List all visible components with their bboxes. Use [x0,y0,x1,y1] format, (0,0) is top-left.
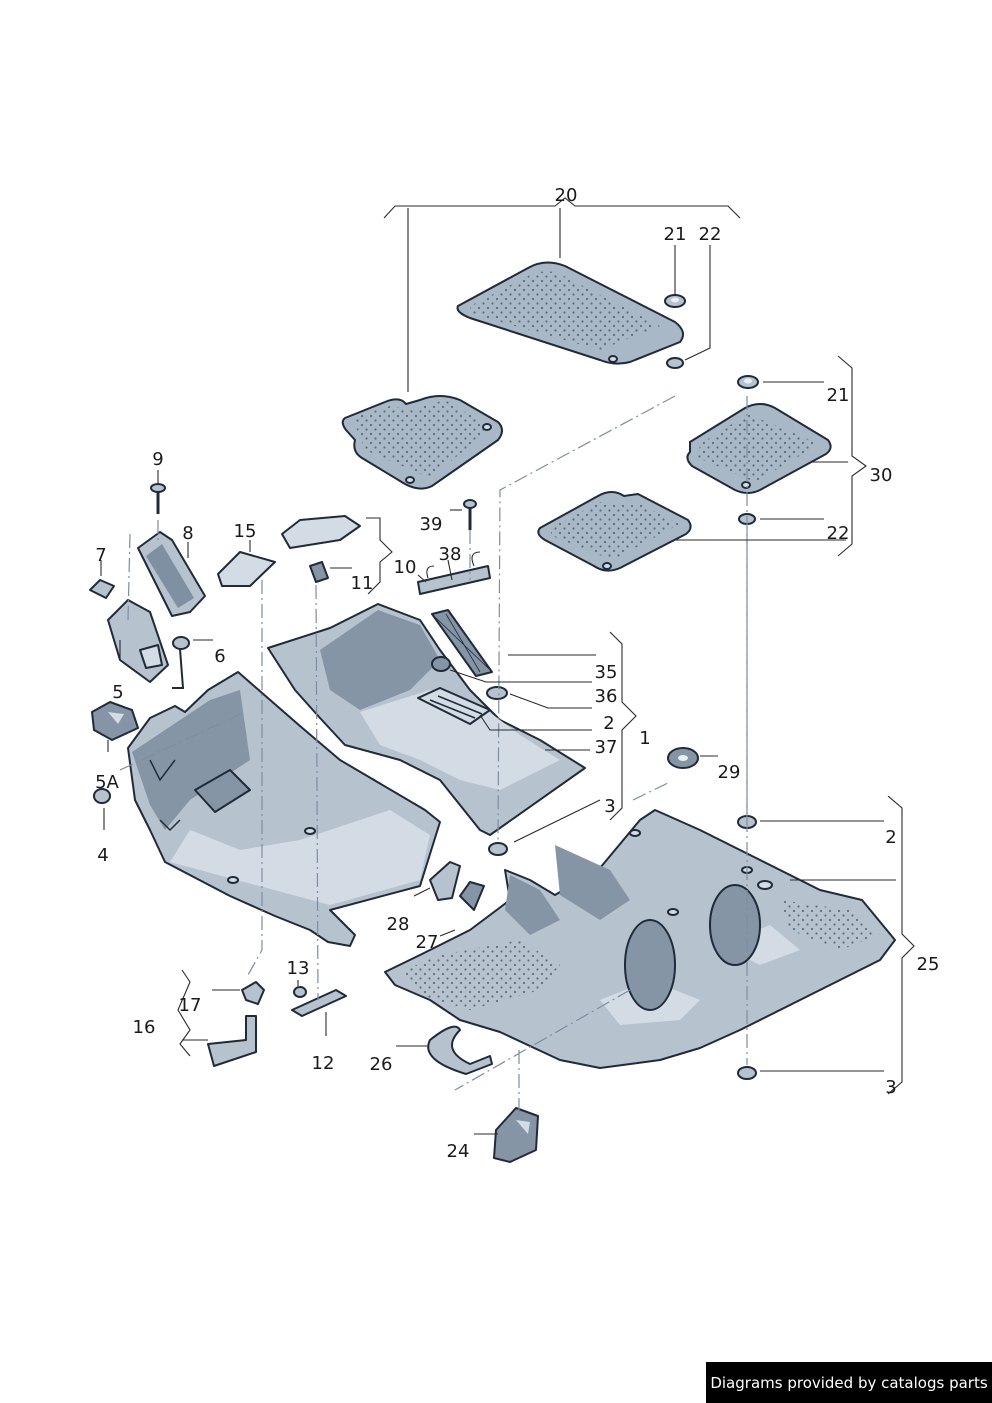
callout-21-top: 21 [664,224,687,245]
callout-10: 10 [394,557,417,578]
callout-6: 6 [214,646,225,667]
callout-36: 36 [595,686,618,707]
clip-13 [293,986,307,998]
pad-15 [217,551,276,587]
rail-12 [291,989,347,1017]
callout-27: 27 [416,932,439,953]
floor-mat-rear-left [537,491,692,572]
pocket-28 [429,861,485,911]
callout-24: 24 [447,1141,470,1162]
callout-9: 9 [152,449,163,470]
center-tunnel-carpet [267,603,586,836]
callout-1: 1 [639,728,650,749]
front-floor-carpet [127,671,441,947]
bracket-16 [207,1015,257,1067]
callout-labels: 20 21 22 21 30 22 9 8 15 7 39 38 10 11 6… [95,185,939,1162]
bracket-17 [241,981,265,1005]
grommet-29 [667,747,699,769]
callout-17: 17 [179,995,202,1016]
clip-7 [89,579,115,599]
callout-13: 13 [287,958,310,979]
callout-5: 5 [112,682,123,703]
callout-4: 4 [97,845,108,866]
callout-20: 20 [555,185,578,206]
callout-3-center: 3 [604,796,615,817]
centerlines [119,395,748,1110]
callout-8: 8 [182,523,193,544]
callout-11: 11 [351,573,374,594]
floor-mat-front-left [341,395,503,490]
callout-26: 26 [370,1054,393,1075]
callout-12: 12 [312,1053,335,1074]
ring-26 [427,1025,493,1075]
callout-7: 7 [95,545,106,566]
footer-credit: Diagrams provided by catalogs parts [706,1362,992,1403]
bracket-24 [493,1107,539,1163]
footrest-8 [137,531,206,617]
callout-21-right: 21 [827,385,850,406]
callout-22-top: 22 [699,224,722,245]
leader-lines [100,197,915,1135]
callout-16: 16 [133,1017,156,1038]
callout-25: 25 [917,954,940,975]
floor-mat-rear-right [686,403,832,494]
grille-35 [431,609,493,677]
callout-38: 38 [439,544,462,565]
nut-6 [172,636,190,689]
callout-2-right: 2 [885,827,896,848]
callout-15: 15 [234,521,257,542]
callout-5A: 5A [95,772,119,793]
bracket-5 [107,599,169,683]
callout-30: 30 [870,465,893,486]
callout-29: 29 [718,762,741,783]
bracket-10 [417,499,491,595]
callout-39: 39 [420,514,443,535]
callout-37: 37 [595,737,618,758]
pad-11 [281,515,361,583]
callout-35: 35 [595,662,618,683]
callout-2-center: 2 [603,713,614,734]
screw-4 [93,788,111,804]
cover-5A [91,701,139,741]
callout-28: 28 [387,914,410,935]
callout-22-right: 22 [827,523,850,544]
callout-3-right: 3 [885,1077,896,1098]
floor-mat-front-right [456,261,685,365]
rear-floor-carpet [384,809,896,1069]
screw-9 [150,483,166,514]
